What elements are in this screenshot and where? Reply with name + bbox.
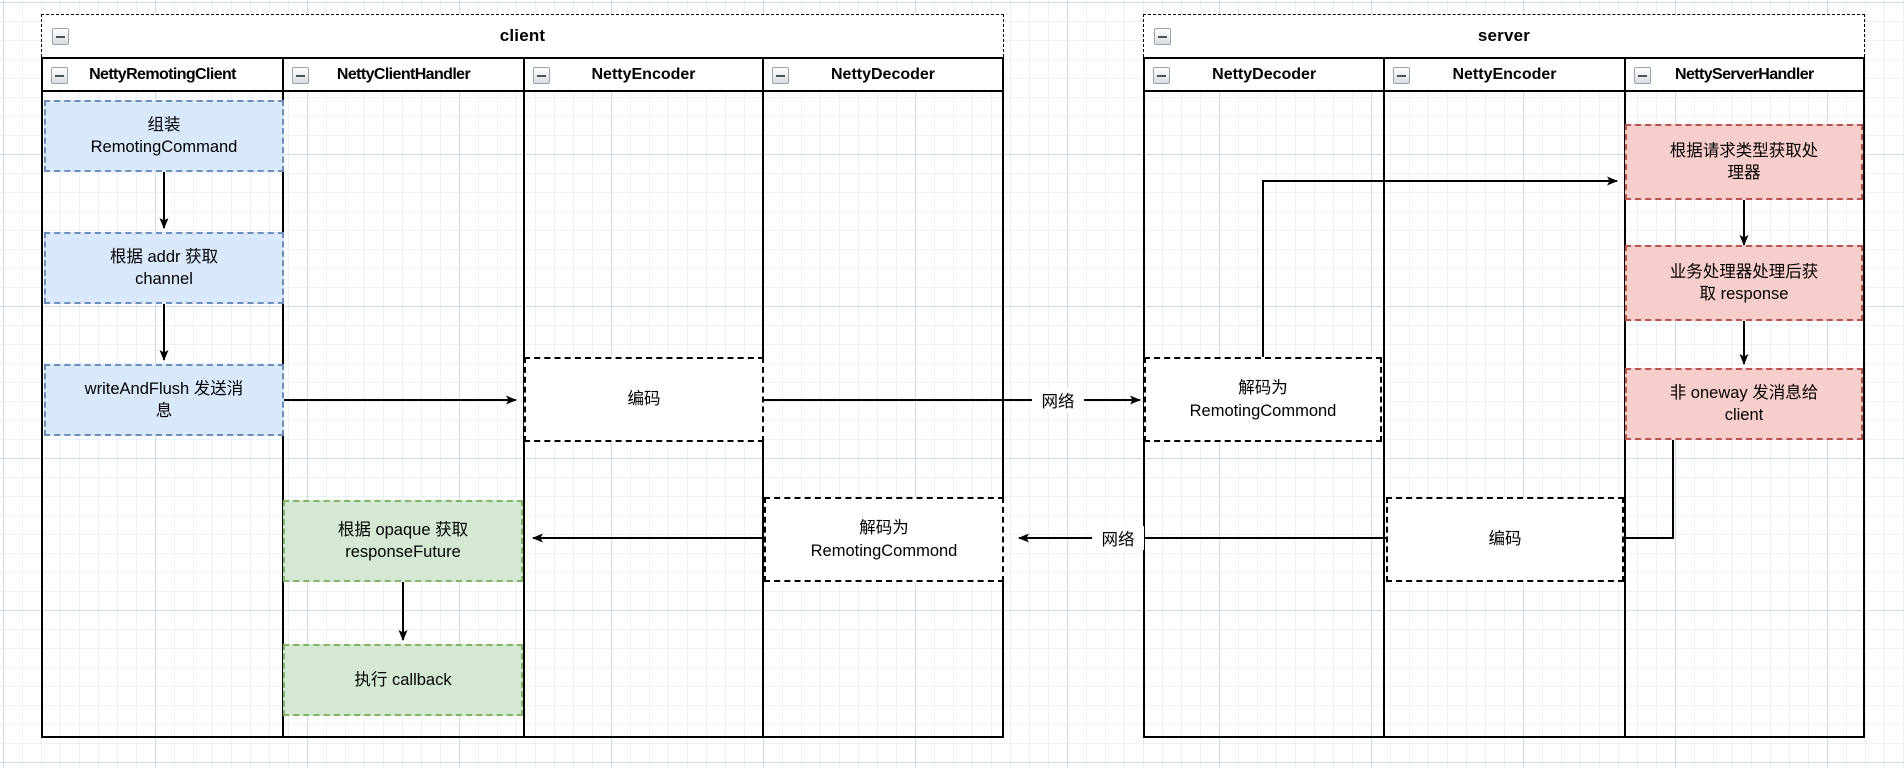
lane-netty-remoting-client-header[interactable]: NettyRemotingClient: [43, 59, 282, 92]
minus-icon[interactable]: [533, 67, 550, 84]
lane-server-netty-encoder-title: NettyEncoder: [1452, 65, 1557, 83]
lane-netty-server-handler[interactable]: NettyServerHandler: [1625, 59, 1863, 736]
node-write-and-flush[interactable]: writeAndFlush 发送消息: [44, 364, 284, 436]
node-label: 编码: [627, 390, 661, 409]
lane-netty-server-handler-header[interactable]: NettyServerHandler: [1625, 59, 1863, 92]
lane-client-netty-encoder-header[interactable]: NettyEncoder: [525, 59, 762, 92]
node-label: writeAndFlush 发送消息: [84, 379, 244, 420]
node-label: 业务处理器处理后获取 response: [1669, 262, 1819, 303]
node-label: 编码: [1488, 530, 1522, 549]
lane-client-netty-decoder-title: NettyDecoder: [830, 65, 936, 83]
pool-client-title: client: [499, 26, 546, 45]
pool-server-lanes: NettyDecoder NettyEncoder NettyServerHan…: [1143, 57, 1865, 738]
lane-client-netty-decoder-header[interactable]: NettyDecoder: [764, 59, 1002, 92]
node-get-processor-by-type[interactable]: 根据请求类型获取处理器: [1625, 124, 1863, 200]
lane-server-netty-decoder-header[interactable]: NettyDecoder: [1145, 59, 1384, 92]
lane-server-netty-encoder-header[interactable]: NettyEncoder: [1385, 59, 1624, 92]
pool-server[interactable]: server NettyDecoder NettyEncoder NettySe…: [1143, 14, 1865, 738]
arrow-server-decoder-to-handler: [1262, 176, 1618, 358]
lane-netty-client-handler[interactable]: NettyClientHandler: [284, 59, 525, 736]
lane-netty-remoting-client-title: NettyRemotingClient: [89, 65, 236, 83]
pool-server-title: server: [1477, 26, 1531, 45]
minus-icon[interactable]: [1633, 67, 1651, 84]
lane-server-netty-decoder[interactable]: NettyDecoder: [1145, 59, 1386, 736]
edge-label-network-response: 网络: [1092, 526, 1144, 550]
lane-client-netty-encoder-title: NettyEncoder: [591, 65, 696, 83]
minus-icon[interactable]: [1154, 28, 1171, 45]
lane-client-netty-decoder[interactable]: NettyDecoder: [764, 59, 1002, 736]
lane-netty-client-handler-header[interactable]: NettyClientHandler: [284, 59, 523, 92]
node-client-encode[interactable]: 编码: [524, 357, 764, 442]
node-label: 执行 callback: [354, 670, 452, 689]
minus-icon[interactable]: [52, 28, 69, 45]
edge-label-network-request: 网络: [1032, 388, 1084, 412]
minus-icon[interactable]: [51, 67, 68, 84]
node-process-get-response[interactable]: 业务处理器处理后获取 response: [1625, 245, 1863, 321]
lane-netty-client-handler-title: NettyClientHandler: [336, 65, 471, 83]
node-execute-callback[interactable]: 执行 callback: [283, 644, 523, 716]
lane-netty-server-handler-title: NettyServerHandler: [1675, 65, 1814, 83]
edge-label-text: 网络: [1101, 531, 1135, 549]
node-server-encode[interactable]: 编码: [1386, 497, 1624, 582]
pool-client-header[interactable]: client: [41, 14, 1004, 57]
lane-server-netty-decoder-title: NettyDecoder: [1212, 65, 1317, 83]
minus-icon[interactable]: [1153, 67, 1170, 84]
minus-icon[interactable]: [772, 67, 789, 84]
pool-server-header[interactable]: server: [1143, 14, 1865, 57]
node-label: 根据请求类型获取处理器: [1669, 141, 1819, 182]
lane-server-netty-encoder[interactable]: NettyEncoder: [1385, 59, 1626, 736]
minus-icon[interactable]: [292, 67, 309, 84]
edge-label-text: 网络: [1041, 393, 1075, 411]
minus-icon[interactable]: [1393, 67, 1411, 84]
